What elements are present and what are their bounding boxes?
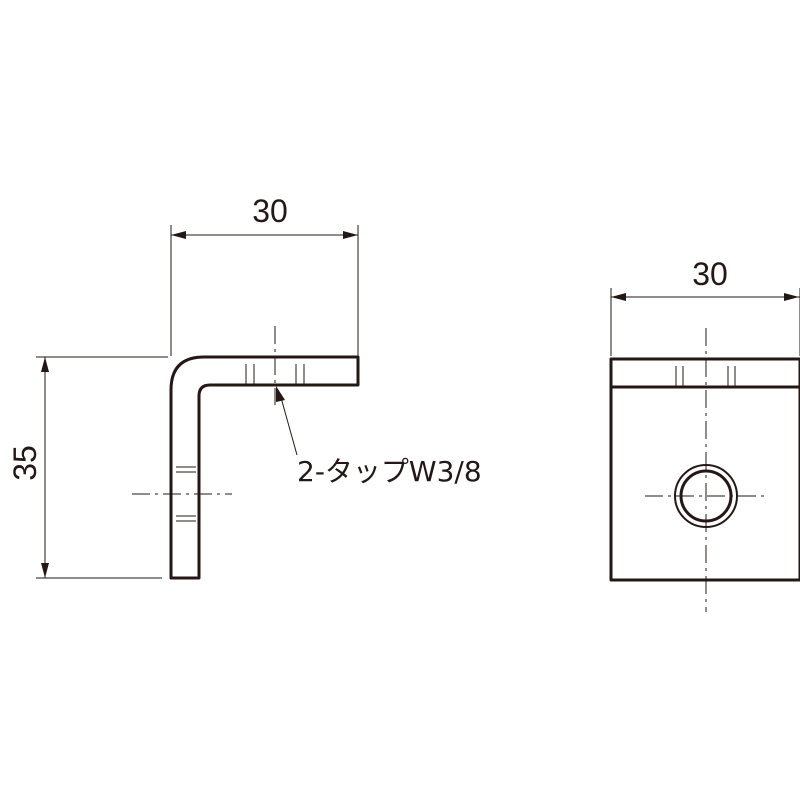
front-width-label: 30	[692, 256, 728, 292]
vertical-leg-hole-hidden-lines	[176, 466, 196, 522]
front-view: 30	[609, 256, 800, 612]
side-view: 30 35 2-タップW3/8	[7, 193, 482, 580]
side-height-dimension: 35	[7, 356, 168, 579]
front-width-dimension: 30	[610, 256, 800, 356]
bracket-profile-outline	[169, 355, 360, 580]
top-flange-hole-hidden-lines	[245, 364, 305, 384]
tapped-hole-inner	[679, 469, 733, 523]
side-width-dimension: 30	[170, 193, 359, 356]
side-height-label: 35	[7, 445, 43, 481]
tapped-hole-outer	[674, 464, 738, 528]
front-top-hole-hidden-lines	[675, 366, 736, 386]
side-width-label: 30	[252, 193, 288, 229]
tap-callout: 2-タップW3/8	[276, 386, 482, 488]
tap-callout-label: 2-タップW3/8	[297, 455, 482, 488]
